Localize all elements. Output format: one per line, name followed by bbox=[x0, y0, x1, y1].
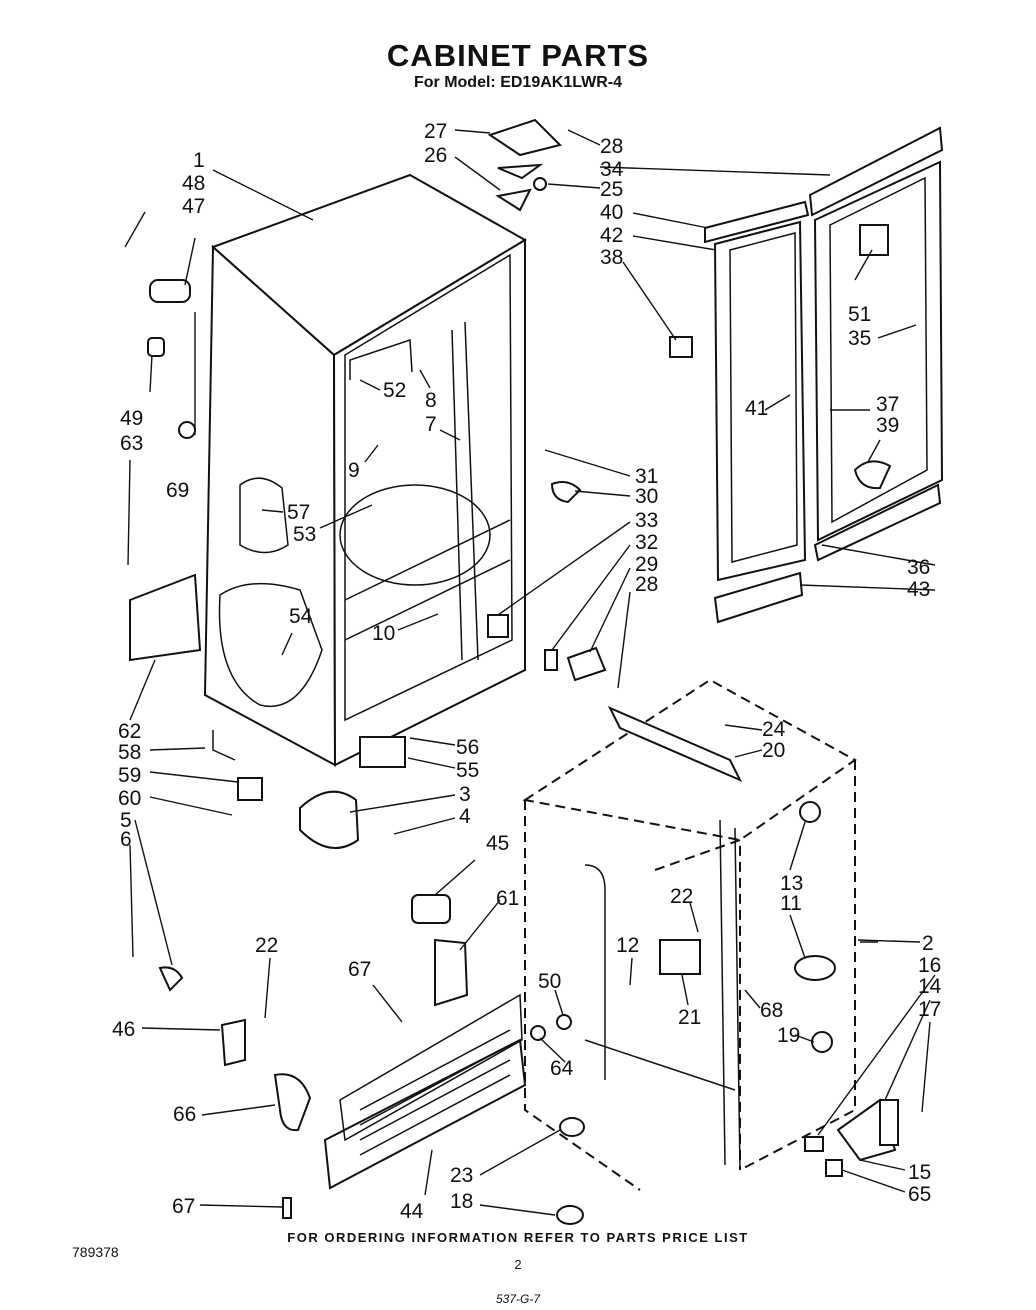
callout-label: 41 bbox=[745, 397, 768, 420]
callout-label: 29 bbox=[635, 553, 658, 576]
callout-label: 57 bbox=[287, 501, 310, 524]
callout-label: 19 bbox=[777, 1024, 800, 1047]
callout-label: 66 bbox=[173, 1103, 196, 1126]
callout-label: 16 bbox=[918, 954, 941, 977]
document-number: 789378 bbox=[72, 1244, 119, 1260]
callout-label: 31 bbox=[635, 465, 658, 488]
callout-label: 67 bbox=[172, 1195, 195, 1218]
callout-label: 38 bbox=[600, 246, 623, 269]
callout-label: 12 bbox=[616, 934, 639, 957]
callout-label: 48 bbox=[182, 172, 205, 195]
callout-label: 64 bbox=[550, 1057, 574, 1080]
callout-label: 7 bbox=[425, 413, 437, 436]
callout-label: 10 bbox=[372, 622, 395, 645]
callout-label: 28 bbox=[600, 135, 623, 158]
callout-label: 51 bbox=[848, 303, 871, 326]
callout-label: 13 bbox=[780, 872, 803, 895]
callout-label: 21 bbox=[678, 1006, 701, 1029]
callout-label: 44 bbox=[400, 1200, 424, 1223]
callout-label: 58 bbox=[118, 741, 141, 764]
callout-label: 22 bbox=[255, 934, 278, 957]
callout-label: 11 bbox=[780, 892, 802, 915]
callout-label: 2 bbox=[922, 932, 934, 955]
callout-label: 22 bbox=[670, 885, 693, 908]
callout-label: 8 bbox=[425, 389, 437, 412]
handwritten-stamp: 537-G-7 bbox=[495, 1292, 541, 1306]
callout-label: 6 bbox=[120, 828, 132, 851]
callout-label: 54 bbox=[289, 605, 313, 628]
callout-label: 1 bbox=[193, 149, 205, 172]
door-gaskets bbox=[669, 126, 944, 624]
wiring-inset bbox=[218, 477, 323, 707]
callout-label: 20 bbox=[762, 739, 785, 762]
callout-label: 35 bbox=[848, 327, 871, 350]
mid-small-parts bbox=[487, 481, 607, 682]
callout-label: 37 bbox=[876, 393, 899, 416]
callout-label: 26 bbox=[424, 144, 447, 167]
callout-label: 3 bbox=[459, 783, 471, 806]
callout-label: 42 bbox=[600, 224, 623, 247]
cabinet-shell bbox=[203, 173, 527, 767]
callout-label: 61 bbox=[496, 887, 519, 910]
callout-label: 46 bbox=[112, 1018, 135, 1041]
callout-label: 33 bbox=[635, 509, 658, 532]
callout-label: 4 bbox=[459, 805, 471, 828]
callout-label: 9 bbox=[348, 459, 360, 482]
callout-label: 56 bbox=[456, 736, 479, 759]
callout-label: 60 bbox=[118, 787, 141, 810]
callout-label: 43 bbox=[907, 578, 930, 601]
callout-label: 5 bbox=[120, 809, 132, 832]
callout-label: 69 bbox=[166, 479, 189, 502]
callout-label: 25 bbox=[600, 178, 623, 201]
callout-label: 68 bbox=[760, 999, 783, 1022]
callout-label: 32 bbox=[635, 531, 658, 554]
callout-label: 40 bbox=[600, 201, 623, 224]
callout-labels: 1 48 47 49 63 69 52 8 7 9 57 53 54 62 58… bbox=[112, 120, 942, 1223]
page-title: CABINET PARTS bbox=[386, 38, 650, 73]
callout-label: 34 bbox=[600, 158, 624, 181]
page-number: 2 bbox=[514, 1257, 522, 1272]
callout-label: 17 bbox=[918, 998, 941, 1021]
callout-label: 52 bbox=[383, 379, 406, 402]
callout-label: 14 bbox=[918, 975, 942, 998]
callout-label: 65 bbox=[908, 1183, 931, 1206]
toe-grille bbox=[220, 894, 585, 1225]
hinge-bracket bbox=[129, 573, 202, 662]
top-hinge-parts bbox=[487, 118, 562, 212]
callout-label: 59 bbox=[118, 764, 141, 787]
callout-label: 24 bbox=[762, 718, 786, 741]
lower-cabinet bbox=[522, 678, 899, 1191]
callout-label: 50 bbox=[538, 970, 561, 993]
callout-label: 53 bbox=[293, 523, 316, 546]
callout-label: 47 bbox=[182, 195, 205, 218]
callout-label: 63 bbox=[120, 432, 143, 455]
ordering-note: FOR ORDERING INFORMATION REFER TO PARTS … bbox=[287, 1230, 749, 1245]
callout-label: 15 bbox=[908, 1161, 931, 1184]
leader-lines bbox=[124, 129, 936, 1216]
model-subtitle: For Model: ED19AK1LWR-4 bbox=[413, 74, 622, 91]
callout-label: 23 bbox=[450, 1164, 473, 1187]
callout-label: 49 bbox=[120, 407, 143, 430]
callout-label: 30 bbox=[635, 485, 658, 508]
callout-label: 67 bbox=[348, 958, 371, 981]
callout-label: 27 bbox=[424, 120, 447, 143]
callout-label: 45 bbox=[486, 832, 509, 855]
callout-label: 55 bbox=[456, 759, 479, 782]
callout-label: 36 bbox=[907, 556, 930, 579]
callout-label: 39 bbox=[876, 414, 899, 437]
callout-label: 62 bbox=[118, 720, 141, 743]
small-parts-left bbox=[147, 279, 406, 992]
callout-label: 18 bbox=[450, 1190, 473, 1213]
callout-label: 28 bbox=[635, 573, 658, 596]
